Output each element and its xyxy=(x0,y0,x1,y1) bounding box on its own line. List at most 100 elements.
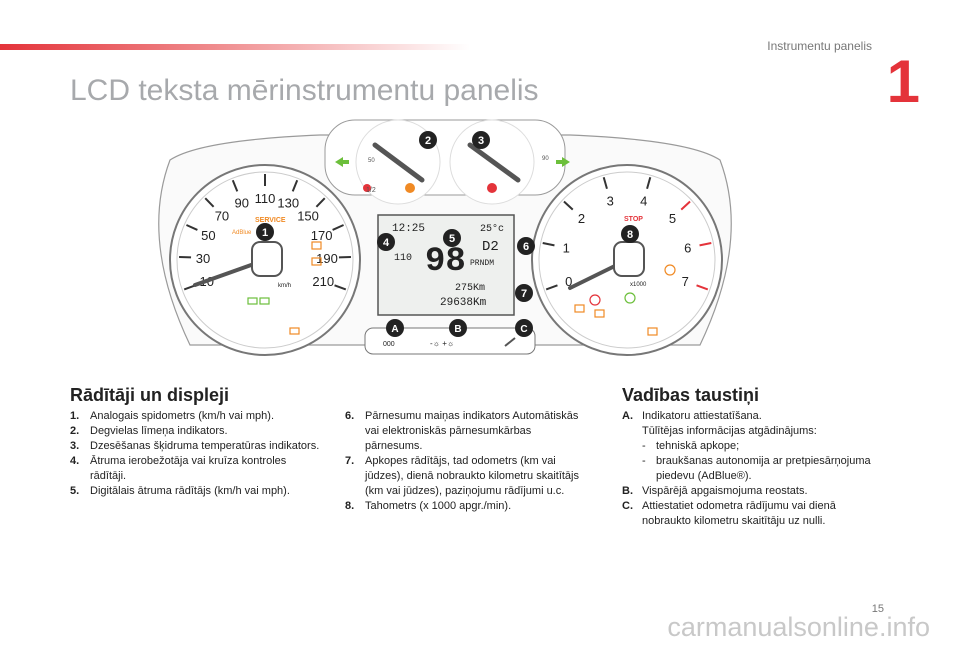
callout-label: 1 xyxy=(262,227,268,239)
dial-tick xyxy=(563,200,574,211)
dial-tick xyxy=(315,197,326,208)
dial-tick-label: 7 xyxy=(682,274,689,289)
dial-tick xyxy=(696,284,709,291)
dial-tick-label: 150 xyxy=(297,208,319,223)
header-accent-bar xyxy=(0,44,470,50)
list-subitem: -braukšanas autonomija ar pretpiesārņoju… xyxy=(642,455,871,482)
dial-tick-label: 0 xyxy=(565,274,572,289)
list-item: B.Vispārējā apgaismojuma reostats. xyxy=(622,485,808,497)
callout-circle xyxy=(515,284,533,302)
svg-text:x1000: x1000 xyxy=(630,282,647,288)
section-header-label: Instrumentu panelis xyxy=(767,39,872,53)
dial-tick-label: 90 xyxy=(235,196,249,211)
dial-tick xyxy=(699,241,712,247)
speedometer-ticks: 1030507090110130150170190210 xyxy=(179,174,351,291)
svg-text:km/h: km/h xyxy=(278,283,291,289)
button-callout-circle xyxy=(449,319,467,337)
svg-text:SERVICE: SERVICE xyxy=(255,217,286,224)
indicators-list: 6.Pārnesumu maiņas indikators Automātisk… xyxy=(345,409,585,514)
dial-tick-label: 30 xyxy=(196,251,210,266)
dial-tick xyxy=(334,284,347,291)
svg-text:D2: D2 xyxy=(482,239,499,255)
list-item: C.Attiestatiet odometra rādījumu vai die… xyxy=(622,500,836,527)
dial-tick-label: 50 xyxy=(201,228,215,243)
svg-text:000: 000 xyxy=(383,341,395,348)
dial-tick xyxy=(542,241,555,247)
svg-text:50: 50 xyxy=(368,158,375,164)
callout-label: 7 xyxy=(521,288,527,300)
svg-text:STOP: STOP xyxy=(624,216,643,223)
button-callout-label: C xyxy=(520,324,527,335)
button-callout-circle xyxy=(515,319,533,337)
dial-tick xyxy=(186,224,198,231)
callout-circle xyxy=(472,131,490,149)
button-callout-label: A xyxy=(391,324,398,335)
list-item: 5.Digitālais ātruma rādītājs (km/h vai m… xyxy=(70,485,290,497)
dial-tick xyxy=(204,197,215,208)
dial-tick-label: 1 xyxy=(563,241,570,256)
list-item: 7.Apkopes rādītājs, tad odometrs (km vai… xyxy=(345,455,579,497)
callout-label: 4 xyxy=(383,237,390,249)
svg-text:29638Km: 29638Km xyxy=(440,297,487,309)
svg-text:90: 90 xyxy=(542,156,549,162)
dial-tick-label: 70 xyxy=(215,208,229,223)
callout-circle xyxy=(517,237,535,255)
dial-tick xyxy=(646,176,652,190)
button-callout-label: B xyxy=(454,324,461,335)
list-item: 4.Ātruma ierobežotāja vai kruīza kontrol… xyxy=(70,455,287,482)
dial-tick xyxy=(332,224,344,231)
svg-text:-☼ +☼: -☼ +☼ xyxy=(430,339,454,348)
left-turn-indicator xyxy=(335,157,349,167)
callout-label: 3 xyxy=(478,135,484,147)
fuel-needle xyxy=(372,142,425,183)
watermark: carmanualsonline.info xyxy=(667,612,930,642)
dial-tick xyxy=(231,179,239,192)
dial-tick-label: 210 xyxy=(312,274,334,289)
page-number: 15 xyxy=(871,603,884,615)
page-title: LCD teksta mērinstrumentu panelis xyxy=(70,74,539,107)
dial-tick xyxy=(545,284,558,291)
temp-needle xyxy=(467,142,521,183)
controls-list: A. Indikatoru attiestatīšana. Tūlītējas … xyxy=(622,409,872,529)
list-item: 6.Pārnesumu maiņas indikators Automātisk… xyxy=(345,410,579,452)
svg-text:110: 110 xyxy=(394,253,412,264)
callout-label: 5 xyxy=(449,233,455,245)
svg-text:25°c: 25°c xyxy=(480,223,504,235)
svg-text:AdBlue: AdBlue xyxy=(232,230,252,236)
dial-tick-label: 2 xyxy=(578,211,585,226)
callout-label: 8 xyxy=(627,229,633,241)
dial-tick-label: 110 xyxy=(255,191,276,206)
list-item: 3.Dzesēšanas šķidruma temperatūras indik… xyxy=(70,440,320,452)
list-item: 8.Tahometrs (x 1000 apgr./min). xyxy=(345,500,512,512)
callout-label: 2 xyxy=(425,135,431,147)
callout-label: 6 xyxy=(523,241,529,253)
dial-tick xyxy=(291,179,299,192)
dial-tick xyxy=(602,176,608,190)
dial-tick xyxy=(680,200,691,211)
reset-button-icon xyxy=(504,337,516,347)
dial-tick-label: 4 xyxy=(640,193,647,208)
callout-circle xyxy=(377,233,395,251)
dial-tick-label: 170 xyxy=(311,228,333,243)
chapter-number: 1 xyxy=(886,48,920,115)
callout-circle xyxy=(443,229,461,247)
list-item: 1.Analogais spidometrs (km/h vai mph). xyxy=(70,410,275,422)
list-item: 2.Degvielas līmeņa indikators. xyxy=(70,425,228,437)
list-item: A. Indikatoru attiestatīšana. Tūlītējas … xyxy=(622,410,817,437)
svg-text:PRNDM: PRNDM xyxy=(470,259,494,268)
gauges-list: 1.Analogais spidometrs (km/h vai mph). 2… xyxy=(70,409,322,499)
svg-text:1/2: 1/2 xyxy=(366,187,376,194)
section-title-controls: Vadības taustiņi xyxy=(622,385,760,405)
dial-tick-label: 130 xyxy=(277,196,299,211)
dial-tick-label: 6 xyxy=(684,241,691,256)
svg-text:98: 98 xyxy=(425,243,466,281)
callout-circle xyxy=(256,223,274,241)
callout-circle xyxy=(621,225,639,243)
list-subitem: -tehniskā apkope; xyxy=(642,440,740,452)
button-callout-circle xyxy=(386,319,404,337)
dial-tick-label: 3 xyxy=(607,193,614,208)
svg-text:275Km: 275Km xyxy=(455,283,485,294)
